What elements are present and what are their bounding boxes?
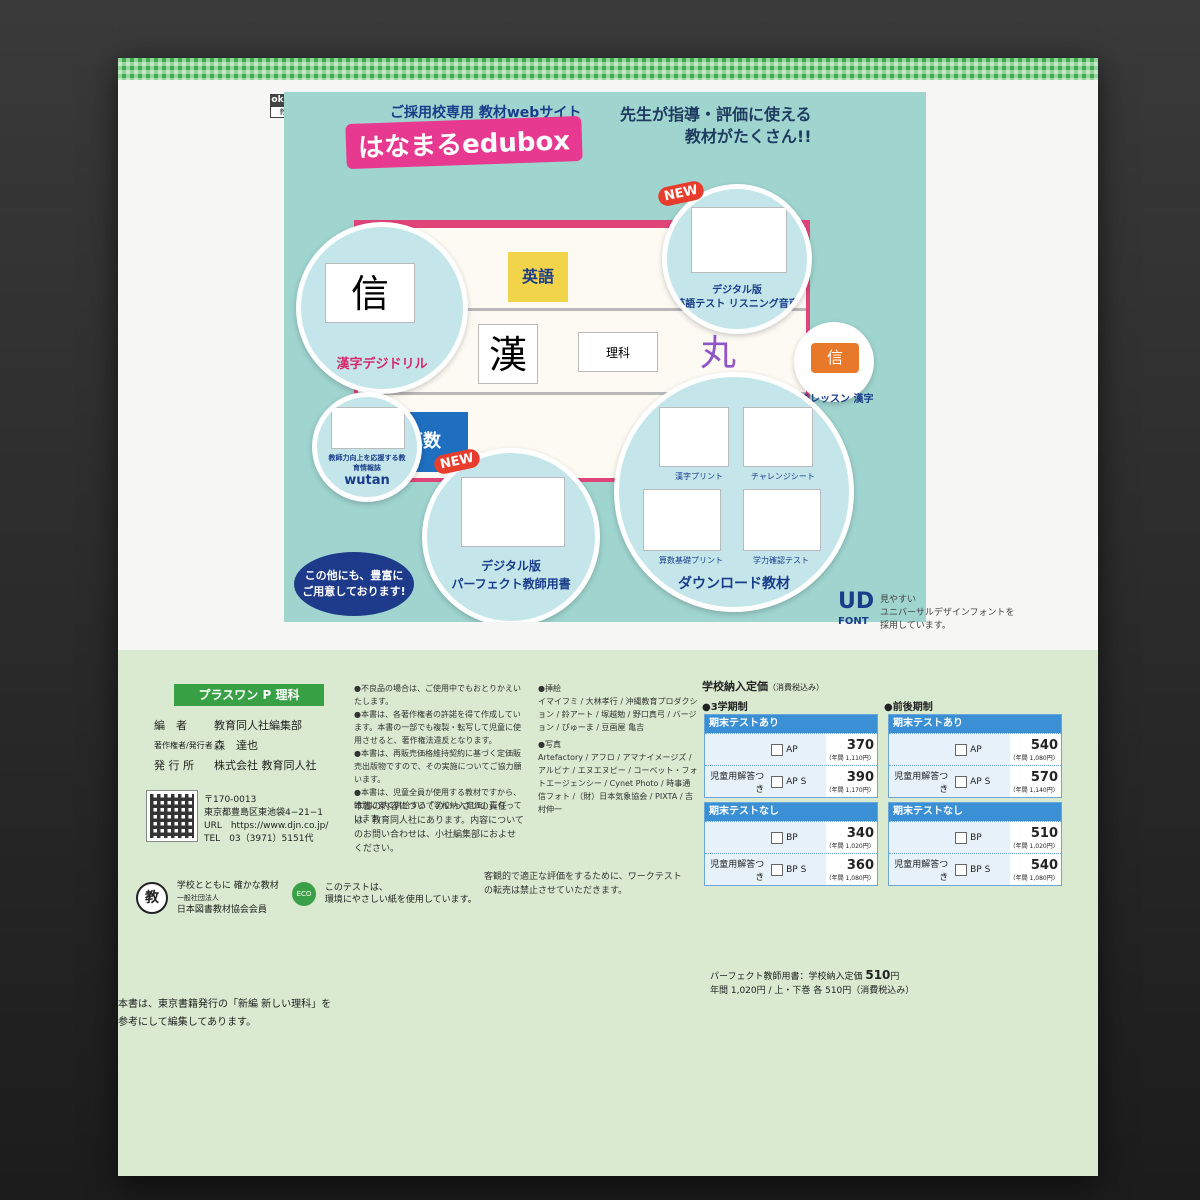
checkbox[interactable] bbox=[955, 863, 968, 876]
edubox-advertisement: ご採用校専用 教材webサイト はなまるedubox 先生が指導・評価に使える … bbox=[284, 92, 926, 622]
eco-notice: ECO このテストは、 環境にやさしい紙を使用しています。 bbox=[292, 882, 477, 906]
listening-circle: デジタル版 英語テスト リスニング音声 bbox=[662, 184, 812, 334]
product-name-badge: プラスワン P 理科 bbox=[174, 684, 324, 706]
checkbox[interactable] bbox=[955, 775, 968, 788]
legal-notes: ●不良品の場合は、ご使用中でもおとりかえいたします。 ●本書は、各著作権者の許諾… bbox=[354, 684, 522, 823]
association-member: 教 学校とともに 確かな教材 一般社団法人 日本図書教材協会会員 bbox=[136, 880, 279, 916]
checkbox[interactable] bbox=[955, 743, 968, 756]
english-book: 英語 bbox=[508, 252, 568, 302]
booklet-back-cover: ok6601 教師用 ご採用校専用 教材webサイト はなまるedubox 先生… bbox=[118, 58, 1098, 1176]
edubox-logo: はなまるedubox bbox=[345, 115, 583, 170]
illustration-credits: ●挿絵 イマイフミ / 大林孝行 / 沖縄教育プロダクション / 鈴アート / … bbox=[538, 684, 698, 814]
ad-tagline: 先生が指導・評価に使える 教材がたくさん!! bbox=[620, 105, 812, 146]
science-card: 理科 bbox=[578, 332, 658, 372]
qr-code bbox=[146, 790, 198, 842]
checkbox[interactable] bbox=[771, 743, 784, 756]
ud-font-text: 見やすい ユニバーサルデザインフォントを 採用しています。 bbox=[880, 595, 1015, 631]
responsibility-note: 本書の内容についてのいっさいの責任は、教育同人社にあります。内容についてのお問い… bbox=[354, 802, 524, 854]
checkbox[interactable] bbox=[771, 863, 784, 876]
checkbox[interactable] bbox=[771, 831, 784, 844]
lesson-circle: 信 bbox=[794, 322, 874, 402]
perfect-guide-price: パーフェクト教師用書：学校納入定価 510円 年間 1,020円 / 上・下巻 … bbox=[710, 968, 915, 996]
teacher-guide-circle: デジタル版 パーフェクト教師用書 bbox=[422, 448, 600, 622]
eco-icon: ECO bbox=[292, 882, 316, 906]
credits: 編 者教育同人社編集部 著作権者/発行者森 達也 発 行 所株式会社 教育同人社 bbox=[154, 719, 317, 772]
info-section: プラスワン P 理科 編 者教育同人社編集部 著作権者/発行者森 達也 発 行 … bbox=[118, 650, 1098, 1176]
three-term-label: ●3学期制 bbox=[702, 702, 748, 713]
ud-font-logo: UD FONT bbox=[838, 589, 875, 628]
lesson-label: 指書きレッスン 漢字 bbox=[780, 394, 874, 405]
kanji-thumb: 信 bbox=[325, 263, 415, 323]
reference-note: 本書は、東京書籍発行の「新編 新しい理科」を 参考にして編集してあります。 bbox=[118, 999, 332, 1028]
kanji-drill-circle: 信 漢字デジドリル bbox=[296, 222, 468, 394]
association-seal: 教 bbox=[136, 882, 168, 914]
more-materials-bubble: この他にも、豊富に ご用意しております! bbox=[294, 552, 414, 616]
circle-kanji: 丸 bbox=[699, 333, 736, 374]
checkbox[interactable] bbox=[955, 831, 968, 844]
kanji-card: 漢 bbox=[478, 324, 538, 384]
publisher-address: 〒170-0013 東京都豊島区東池袋4−21−1 URL https://ww… bbox=[204, 795, 329, 844]
checkbox[interactable] bbox=[771, 775, 784, 788]
resale-notice: 客観的で適正な評価をするために、ワークテストの転売は禁止させていただきます。 bbox=[484, 872, 682, 896]
download-circle: 漢字プリント チャレンジシート 算数基礎プリント 学力確認テスト ダウンロード教… bbox=[614, 372, 854, 612]
price-title: 学校納入定価（消費税込み） bbox=[702, 680, 824, 693]
gingham-border bbox=[118, 58, 1098, 80]
wutan-circle: 教師力向上を応援する教育情報誌 wutan bbox=[312, 392, 422, 502]
two-term-label: ●前後期制 bbox=[884, 702, 933, 713]
